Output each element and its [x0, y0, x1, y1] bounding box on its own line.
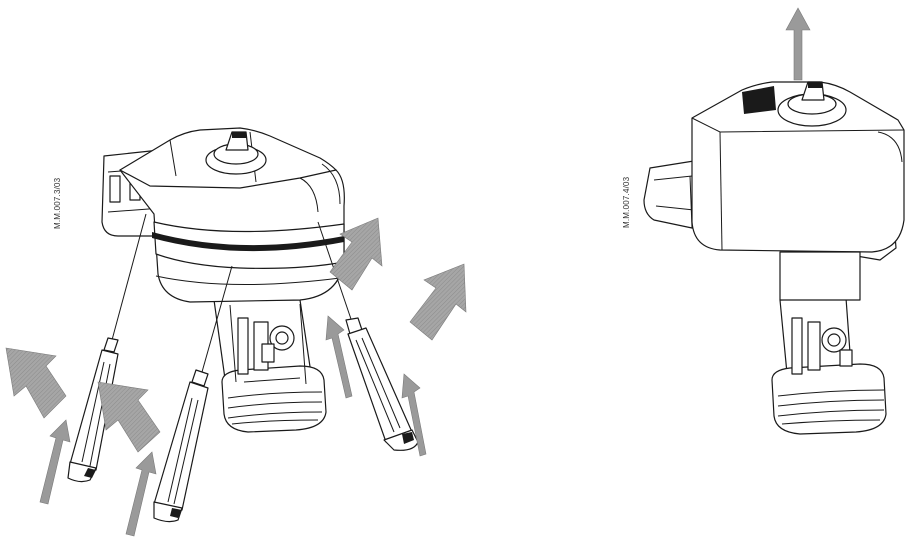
- lifted-cover-right: [691, 81, 905, 253]
- actuator-housing-left: [101, 127, 345, 303]
- actuator-right-drawing: [643, 7, 905, 435]
- arrow-up-left-2: [97, 381, 161, 453]
- valve-coupling-right: [771, 297, 887, 435]
- valve-coupling-left: [213, 299, 327, 433]
- actuator-left-drawing: [5, 127, 467, 537]
- arrow-thin-2: [125, 451, 157, 537]
- pull-arrows-left: [5, 217, 467, 537]
- arrow-up-right-2: [409, 263, 467, 341]
- arrow-thin-3: [325, 315, 353, 399]
- arrow-up-right-1: [329, 217, 383, 291]
- screwdriver-1: [67, 213, 147, 483]
- arrow-up-left-1: [5, 347, 67, 419]
- arrow-thin-4: [401, 373, 427, 457]
- screwdriver-2: [153, 265, 233, 523]
- lift-up-arrow: [785, 7, 811, 81]
- arrow-thin-1: [39, 419, 71, 505]
